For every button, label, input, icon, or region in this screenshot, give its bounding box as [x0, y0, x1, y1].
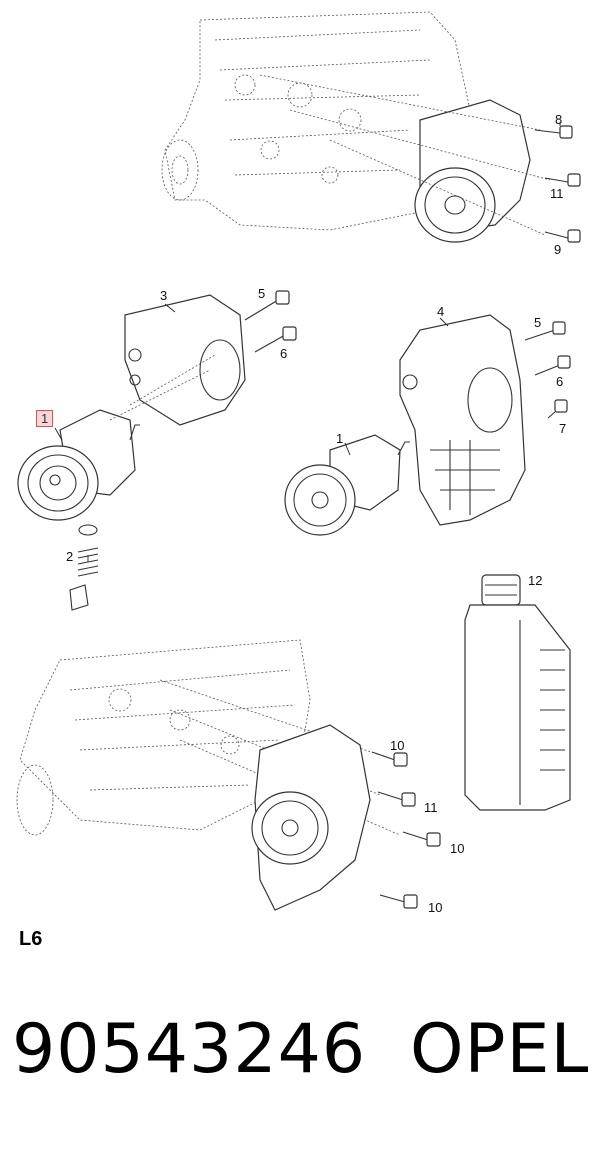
bolt-8 — [534, 122, 573, 139]
leader-lines — [54, 303, 449, 562]
bolt-5-right — [524, 321, 566, 341]
callout-6-top: 6 — [280, 346, 288, 361]
callout-4: 4 — [437, 304, 445, 319]
callout-10-a: 10 — [390, 738, 405, 753]
bolt-10-c — [379, 894, 418, 909]
callout-5-top: 5 — [258, 286, 266, 301]
bolt-9 — [544, 229, 581, 243]
callout-12: 12 — [528, 573, 543, 588]
pump-assembly-top — [259, 74, 551, 243]
bolt-10-b — [402, 831, 441, 847]
callout-11-bottom: 11 — [424, 800, 438, 815]
callout-10-c: 10 — [428, 900, 443, 915]
bolt-5-top — [244, 290, 290, 321]
bolt-6-right — [534, 355, 571, 376]
bolt-11-top — [544, 173, 581, 187]
brand-name: OPEL — [410, 1010, 590, 1089]
pump-1-right — [284, 434, 410, 536]
pump-bottom — [251, 724, 371, 911]
callout-7: 7 — [559, 421, 567, 436]
bracket-3 — [124, 294, 246, 426]
callout-11-top: 11 — [550, 186, 564, 201]
callout-9: 9 — [554, 242, 562, 257]
bolt-6-top — [254, 326, 297, 353]
section-label: L6 — [19, 928, 43, 950]
bolt-11-bottom — [377, 791, 416, 807]
callout-1-highlighted[interactable]: 1 — [36, 410, 54, 427]
callout-5-right: 5 — [534, 315, 542, 330]
part-number: 90543246 — [12, 1010, 367, 1089]
bracket-4 — [399, 314, 526, 526]
callout-1-right: 1 — [336, 431, 344, 446]
bolt-10-a — [371, 751, 408, 767]
spring-2 — [69, 524, 99, 611]
callout-2: 2 — [66, 549, 74, 564]
fluid-container-12 — [464, 574, 571, 811]
callout-3: 3 — [160, 288, 168, 303]
bolt-7 — [547, 399, 568, 419]
callout-6-right: 6 — [556, 374, 564, 389]
callout-8: 8 — [555, 112, 563, 127]
pump-1-left — [17, 354, 216, 521]
callout-10-b: 10 — [450, 841, 465, 856]
